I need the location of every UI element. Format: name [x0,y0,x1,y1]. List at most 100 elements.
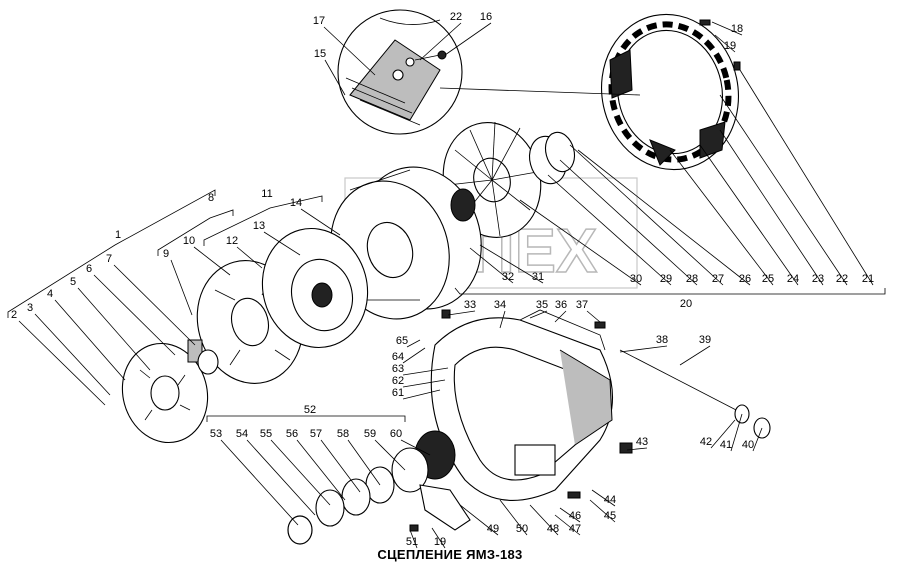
leader-35 [529,310,548,319]
leader-16 [444,22,492,56]
callout-20: 20 [680,298,692,310]
callout-27: 27 [712,273,724,285]
callout-34: 34 [494,299,506,311]
leader-13 [263,231,301,256]
callout-54: 54 [236,428,248,440]
callout-16: 16 [480,11,492,23]
callout-7: 7 [106,253,112,265]
leader-22-2 [719,94,848,286]
callout-65: 65 [396,335,408,347]
callout-49: 49 [487,523,499,535]
callout-42: 42 [700,436,712,448]
leader-21 [739,69,874,286]
callout-14: 14 [290,197,302,209]
leader-40 [752,427,763,452]
release-fork [419,484,471,531]
leader-63 [402,367,449,376]
callout-22: 22 [450,11,462,23]
callout-45: 45 [604,510,616,522]
leader-53 [220,439,299,526]
callout-61: 61 [392,387,404,399]
leader-37 [586,310,601,323]
leader-19 [714,34,736,53]
leader-44 [591,489,616,507]
leader-56 [296,439,346,501]
detail-inset [337,9,463,135]
callout-43: 43 [636,436,648,448]
callout-57: 57 [310,428,322,440]
leader-2 [18,320,106,406]
leader-59 [374,439,406,471]
leader-43 [626,447,648,451]
leader-65 [406,339,421,348]
callout-51: 51 [406,536,418,548]
callout-28: 28 [686,273,698,285]
leader-lines [18,21,874,549]
callout-19: 19 [434,536,446,548]
callout-18: 18 [731,23,743,35]
leader-12 [236,246,263,269]
leader-25 [669,149,774,286]
callout-33: 33 [464,299,476,311]
callout-47: 47 [569,523,581,535]
callout-39: 39 [699,334,711,346]
brace-1 [7,189,216,318]
bearing-stack [287,430,456,545]
release-bearing [450,188,476,222]
leader-17 [323,26,376,76]
leader-42 [710,419,736,449]
callout-12: 12 [226,235,238,247]
leader-48 [529,504,559,536]
leader-60 [400,439,431,456]
callout-50: 50 [516,523,528,535]
callout-10: 10 [183,235,195,247]
leader-26 [577,149,751,286]
leader-32 [469,247,514,284]
callout-8: 8 [208,192,214,204]
callout-9: 9 [163,248,169,260]
callout-26: 26 [739,273,751,285]
callout-numbers: 1234567891011121314151617181920212223242… [11,11,874,548]
leader-22 [419,22,462,61]
callout-5: 5 [70,276,76,288]
callout-60: 60 [390,428,402,440]
leader-41 [730,413,743,452]
callout-41: 41 [720,439,732,451]
leader-29 [547,174,672,286]
leader-50 [499,499,528,536]
callout-56: 56 [286,428,298,440]
leader-54 [246,439,316,516]
leader-10 [193,246,231,276]
leader-61 [402,389,441,400]
leader-3 [34,313,111,396]
leader-5 [77,287,151,371]
leader-45 [589,499,616,523]
callout-1: 1 [115,229,121,241]
leader-46 [559,507,581,523]
callout-15: 15 [314,48,326,60]
leader-4 [54,299,126,381]
leader-51 [409,529,418,549]
callout-38: 38 [656,334,668,346]
callout-55: 55 [260,428,272,440]
callout-6: 6 [86,263,92,275]
leader-24 [699,144,799,286]
callout-24: 24 [787,273,799,285]
callout-30: 30 [630,273,642,285]
leader-49 [459,504,499,536]
callout-63: 63 [392,363,404,375]
leader-6 [93,274,176,356]
driven-disc [261,227,369,349]
callout-3: 3 [27,302,33,314]
callout-58: 58 [337,428,349,440]
group-braces [7,189,886,422]
brace-11 [203,195,323,246]
callout-44: 44 [604,494,616,506]
callout-36: 36 [555,299,567,311]
callout-25: 25 [762,273,774,285]
clutch-cover [600,13,740,171]
small-bolts [409,19,741,532]
callout-2: 2 [11,309,17,321]
brace-8 [157,209,234,256]
